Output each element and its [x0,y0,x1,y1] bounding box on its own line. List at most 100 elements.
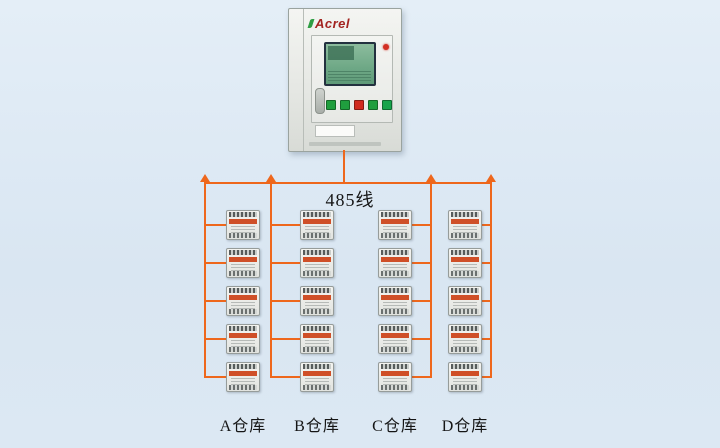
device-terms-top [451,288,479,293]
control-cabinet: Acrel [288,8,402,152]
bus-riser-c [430,182,432,377]
device-face [305,378,329,385]
device-terms-top [229,212,257,217]
device-terms-top [303,212,331,217]
device-stub-wire [412,224,432,226]
device-module-a-2 [226,248,260,278]
device-stub-wire [270,376,300,378]
device-stub-wire [412,376,432,378]
device-stripe [303,295,331,300]
device-stripe [229,295,257,300]
warehouse-label-b: B仓库 [294,418,340,435]
device-terms-bot [229,271,257,276]
device-stripe [303,333,331,338]
device-terms-top [381,212,409,217]
device-stripe [381,295,409,300]
device-stub-wire [204,224,226,226]
cabinet-control-panel [311,35,393,123]
warehouse-label-d: D仓库 [441,418,489,435]
device-face [383,264,407,271]
cabinet-buttons [326,100,392,110]
power-indicator-light [383,44,389,50]
device-stub-wire [204,262,226,264]
device-module-c-5 [378,362,412,392]
bus-arrow-b [266,174,276,182]
device-face [231,378,255,385]
bus-label: 485线 [325,190,375,210]
device-stripe [229,333,257,338]
device-stripe [451,371,479,376]
cabinet-drop-wire [343,150,345,182]
device-terms-bot [381,309,409,314]
device-stub-wire [204,338,226,340]
device-terms-bot [451,271,479,276]
device-stripe [381,371,409,376]
device-stub-wire [204,300,226,302]
device-stripe [381,257,409,262]
device-terms-bot [381,233,409,238]
bus-riser-a [204,182,206,377]
device-stub-wire [482,262,492,264]
device-face [383,340,407,347]
device-terms-bot [303,233,331,238]
device-terms-bot [451,233,479,238]
device-stub-wire [270,338,300,340]
device-face [383,226,407,233]
device-stripe [303,371,331,376]
device-terms-bot [451,309,479,314]
device-module-b-1 [300,210,334,240]
device-terms-top [381,326,409,331]
device-terms-top [229,326,257,331]
device-stub-wire [412,338,432,340]
device-module-a-5 [226,362,260,392]
device-terms-top [229,364,257,369]
bus-arrow-a [200,174,210,182]
device-face [231,302,255,309]
device-terms-bot [229,309,257,314]
bus-arrow-d [486,174,496,182]
cabinet-screen [324,42,376,86]
device-stripe [303,219,331,224]
device-module-a-1 [226,210,260,240]
device-stub-wire [270,300,300,302]
device-module-b-5 [300,362,334,392]
cabinet-button-4 [368,100,378,110]
device-terms-top [229,250,257,255]
device-face [231,226,255,233]
device-stripe [229,257,257,262]
device-terms-bot [381,385,409,390]
device-module-c-3 [378,286,412,316]
leaf-icon [307,18,315,28]
cabinet-label-sticker [315,125,355,137]
device-stripe [381,333,409,338]
device-stripe [451,257,479,262]
device-face [305,302,329,309]
device-terms-bot [229,347,257,352]
device-face [453,378,477,385]
device-terms-bot [451,347,479,352]
device-terms-top [451,326,479,331]
device-stub-wire [270,262,300,264]
device-terms-top [451,250,479,255]
device-face [231,340,255,347]
device-module-d-4 [448,324,482,354]
device-terms-bot [229,233,257,238]
cabinet-door-seam [303,9,304,151]
device-terms-top [303,250,331,255]
device-stub-wire [482,338,492,340]
device-module-a-3 [226,286,260,316]
device-module-a-4 [226,324,260,354]
device-module-b-3 [300,286,334,316]
device-stub-wire [412,262,432,264]
device-stub-wire [482,224,492,226]
device-stub-wire [482,300,492,302]
device-stub-wire [204,376,226,378]
acrel-logo: Acrel [307,15,350,31]
device-module-d-2 [448,248,482,278]
device-face [453,340,477,347]
cabinet-footer-strip [309,142,381,146]
device-terms-top [381,364,409,369]
bus-riser-d [490,182,492,377]
device-terms-top [451,364,479,369]
device-terms-top [451,212,479,217]
